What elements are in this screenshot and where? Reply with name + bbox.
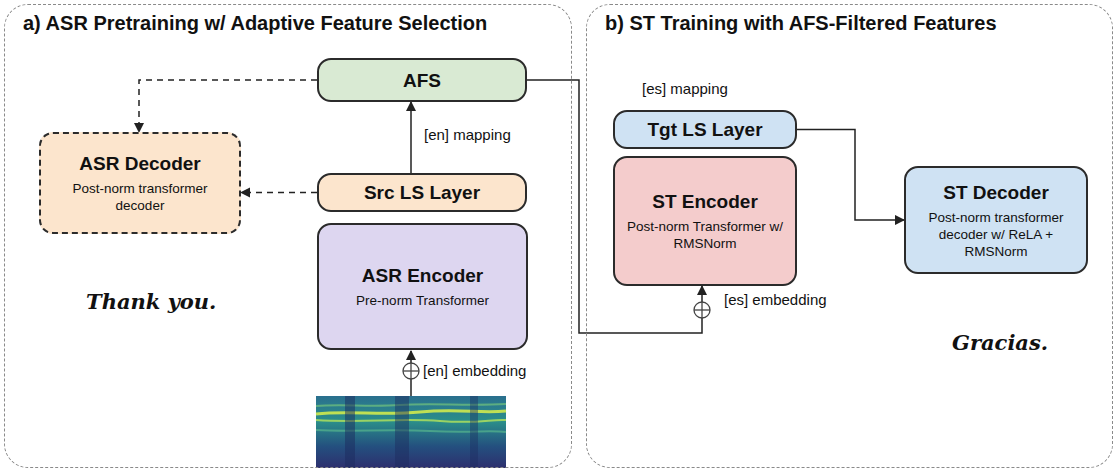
connector-line bbox=[701, 286, 703, 302]
box-title: ASR Decoder bbox=[79, 152, 200, 175]
annotation-label: [es] mapping bbox=[640, 80, 730, 97]
process-box: ASR EncoderPre-norm Transformer bbox=[317, 223, 528, 350]
box-title: ST Encoder bbox=[652, 190, 758, 213]
edge-label: [en] mapping bbox=[422, 126, 513, 143]
box-title: ST Decoder bbox=[943, 181, 1049, 204]
process-box: ST DecoderPost-norm transformer decoder … bbox=[904, 166, 1088, 274]
spectrogram bbox=[316, 396, 506, 468]
process-box: ST EncoderPost-norm Transformer w/ RMSNo… bbox=[613, 156, 797, 286]
box-subtitle: Post-norm transformer decoder w/ ReLA + … bbox=[916, 209, 1076, 260]
connector-line bbox=[410, 102, 412, 173]
panel-title: b) ST Training with AFS-Filtered Feature… bbox=[605, 11, 1105, 35]
box-title: Tgt LS Layer bbox=[647, 118, 762, 141]
box-title: AFS bbox=[403, 69, 441, 92]
process-box: AFS bbox=[317, 58, 527, 102]
panel-title: a) ASR Pretraining w/ Adaptive Feature S… bbox=[23, 11, 493, 35]
annotation-label: [en] embedding bbox=[421, 362, 528, 379]
connector-line bbox=[241, 192, 317, 194]
example-output: Gracias. bbox=[950, 330, 1050, 355]
process-box: Src LS Layer bbox=[317, 173, 527, 212]
connector-arrow bbox=[241, 192, 317, 193]
box-subtitle: Pre-norm Transformer bbox=[356, 292, 489, 309]
example-output: Thank you. bbox=[84, 289, 218, 314]
process-box: ASR DecoderPost-norm transformer decoder bbox=[39, 132, 241, 234]
section-panel: a) ASR Pretraining w/ Adaptive Feature S… bbox=[4, 4, 572, 468]
add-symbol bbox=[694, 302, 710, 318]
input-arrow bbox=[410, 351, 412, 396]
box-title: ASR Encoder bbox=[362, 264, 483, 287]
connector-line bbox=[797, 130, 904, 221]
box-subtitle: Post-norm Transformer w/ RMSNorm bbox=[625, 218, 785, 252]
connector-arrow bbox=[411, 102, 412, 173]
edge-label: [es] embedding bbox=[722, 291, 829, 308]
connector-arrow bbox=[139, 80, 317, 132]
connector-line bbox=[139, 80, 317, 132]
box-title: Src LS Layer bbox=[364, 181, 480, 204]
process-box: Tgt LS Layer bbox=[613, 110, 797, 149]
section-panel: b) ST Training with AFS-Filtered Feature… bbox=[586, 4, 1113, 468]
box-subtitle: Post-norm transformer decoder bbox=[51, 180, 229, 214]
connector-arrow bbox=[797, 130, 904, 221]
add-symbol bbox=[403, 363, 419, 379]
